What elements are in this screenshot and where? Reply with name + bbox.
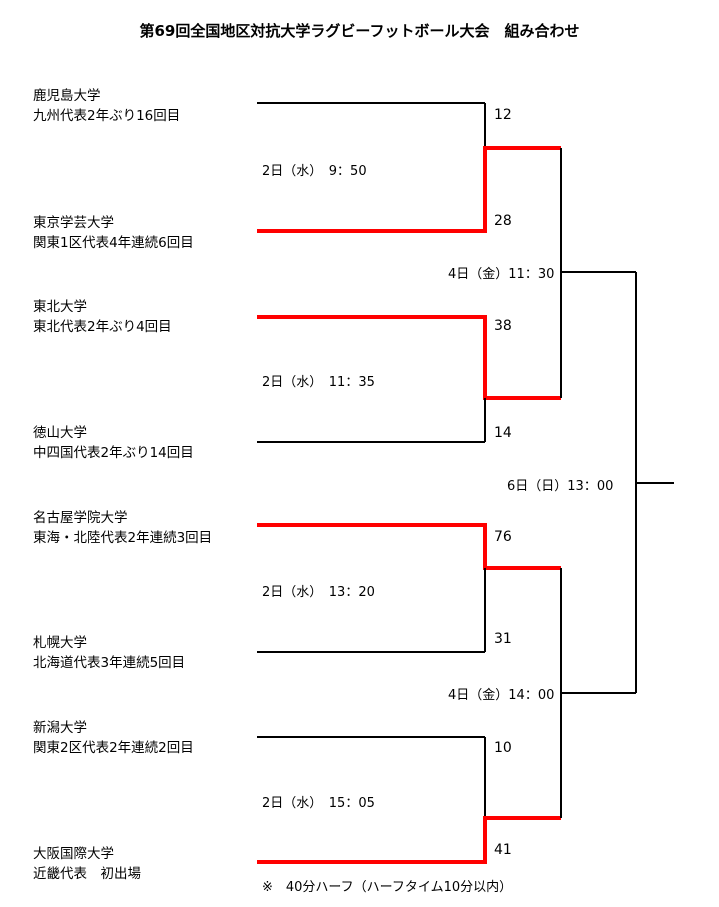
page-title: 第69回全国地区対抗大学ラグビーフットボール大会 組み合わせ: [139, 22, 580, 40]
team-name: 大阪国際大学: [33, 846, 114, 862]
match-time: 4日（金）14：00: [448, 688, 555, 703]
team-entry: 鹿児島大学 九州代表2年ぶり16回目: [33, 86, 180, 126]
team-description: 中四国代表2年ぶり14回目: [33, 445, 194, 461]
team-entry: 東北大学 東北代表2年ぶり4回目: [33, 297, 172, 337]
team-name: 鹿児島大学: [33, 88, 101, 104]
team-entry: 札幌大学 北海道代表3年連続5回目: [33, 633, 185, 673]
score: 41: [494, 842, 512, 858]
winner-path: [257, 816, 561, 864]
score: 10: [494, 740, 512, 756]
match-time: 6日（日）13：00: [507, 479, 614, 494]
team-description: 北海道代表3年連続5回目: [33, 655, 186, 671]
match-time: 2日（水） 13：20: [262, 585, 375, 600]
score: 14: [494, 425, 512, 441]
footnote: ※ 40分ハーフ（ハーフタイム10分以内）: [262, 880, 513, 895]
team-entry: 東京学芸大学 関東1区代表4年連続6回目: [33, 213, 194, 253]
team-entry: 徳山大学 中四国代表2年ぶり14回目: [33, 423, 194, 463]
score: 76: [494, 529, 512, 545]
score: 28: [494, 213, 512, 229]
match-time: 2日（水） 11：35: [262, 375, 375, 390]
team-description: 東海・北陸代表2年連続3回目: [33, 530, 213, 546]
team-entry: 新潟大学 関東2区代表2年連続2回目: [33, 718, 194, 758]
team-name: 新潟大学: [33, 720, 87, 736]
team-description: 東北代表2年ぶり4回目: [33, 319, 172, 335]
score: 31: [494, 631, 512, 647]
team-entry: 大阪国際大学 近畿代表 初出場: [33, 844, 141, 884]
winner-path: [257, 523, 561, 570]
team-description: 関東1区代表4年連続6回目: [33, 235, 194, 251]
team-description: 近畿代表 初出場: [33, 866, 141, 882]
match-time: 2日（水） 9：50: [262, 164, 367, 179]
team-name: 札幌大学: [33, 635, 87, 651]
team-name: 徳山大学: [33, 425, 87, 441]
team-name: 東京学芸大学: [33, 215, 114, 231]
match-time: 4日（金）11：30: [448, 267, 555, 282]
team-description: 九州代表2年ぶり16回目: [33, 108, 181, 124]
winner-path: [257, 315, 561, 400]
team-entry: 名古屋学院大学 東海・北陸代表2年連続3回目: [33, 508, 212, 548]
match-time: 2日（水） 15：05: [262, 796, 375, 811]
team-name: 東北大学: [33, 299, 87, 315]
winner-path: [257, 146, 561, 233]
score: 38: [494, 318, 512, 334]
team-name: 名古屋学院大学: [33, 510, 128, 526]
team-description: 関東2区代表2年連続2回目: [33, 740, 194, 756]
score: 12: [494, 107, 512, 123]
